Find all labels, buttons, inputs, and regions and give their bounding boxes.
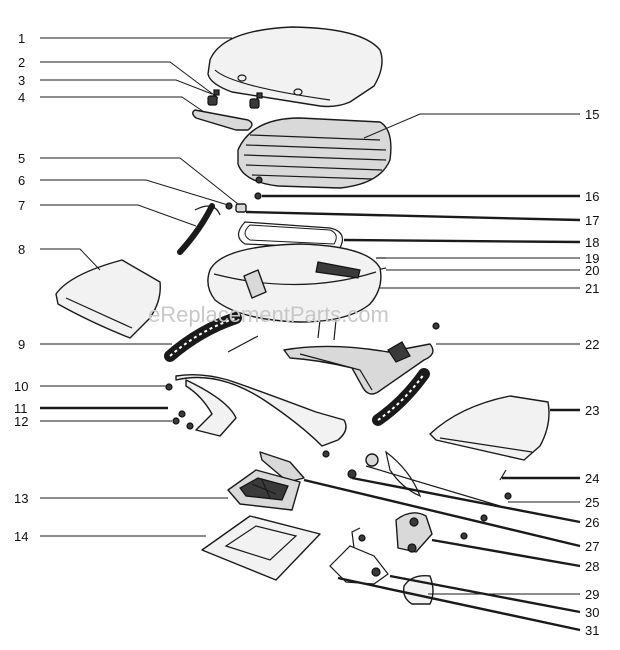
callout-19: 19 <box>585 251 599 266</box>
part-leg-foot <box>259 451 305 483</box>
part-cookbox <box>207 243 382 341</box>
callout-9: 9 <box>18 337 25 352</box>
part-5 <box>235 203 247 213</box>
part-7-hose <box>177 203 215 255</box>
callout-13: 13 <box>14 491 28 506</box>
callout-5: 5 <box>18 151 25 166</box>
part-lid <box>207 26 383 108</box>
part-11-leg-frame <box>165 373 347 447</box>
callout-labels: 1 2 3 4 5 6 7 8 9 10 11 12 13 14 15 16 1… <box>14 31 599 638</box>
callout-15: 15 <box>585 107 599 122</box>
callout-4: 4 <box>18 90 25 105</box>
callout-6: 6 <box>18 173 25 188</box>
callout-22: 22 <box>585 337 599 352</box>
part-burner <box>237 221 343 249</box>
callout-14: 14 <box>14 529 28 544</box>
callout-16: 16 <box>585 189 599 204</box>
part-right-leg <box>372 368 430 426</box>
callout-1: 1 <box>18 31 25 46</box>
callout-31: 31 <box>585 623 599 638</box>
watermark: eReplacementParts.com <box>148 302 389 327</box>
callout-30: 30 <box>585 605 599 620</box>
leader-lines <box>40 37 581 632</box>
part-regulator-assembly <box>322 450 512 540</box>
part-lid-handle <box>192 89 263 131</box>
callout-7: 7 <box>18 198 25 213</box>
callout-25: 25 <box>585 495 599 510</box>
callout-3: 3 <box>18 73 25 88</box>
part-13 <box>227 469 301 511</box>
callout-18: 18 <box>585 235 599 250</box>
part-manifold <box>329 527 389 585</box>
callout-28: 28 <box>585 559 599 574</box>
callout-23: 23 <box>585 403 599 418</box>
callout-11: 11 <box>14 401 28 416</box>
callout-20: 20 <box>585 263 599 278</box>
callout-17: 17 <box>585 213 599 228</box>
part-22-stand <box>283 322 440 395</box>
callout-8: 8 <box>18 242 25 257</box>
part-valve <box>395 512 433 553</box>
part-6 <box>225 202 233 210</box>
callout-10: 10 <box>14 379 28 394</box>
part-17 <box>254 192 262 200</box>
part-16 <box>255 176 263 184</box>
part-left-side-table <box>55 259 161 339</box>
part-drip-pan <box>201 515 321 581</box>
callout-12: 12 <box>14 414 28 429</box>
part-9 <box>164 312 259 362</box>
callout-27: 27 <box>585 539 599 554</box>
callout-26: 26 <box>585 515 599 530</box>
callout-2: 2 <box>18 55 25 70</box>
callout-29: 29 <box>585 587 599 602</box>
part-right-side-table <box>429 395 550 461</box>
callout-21: 21 <box>585 281 599 296</box>
callout-24: 24 <box>585 471 599 486</box>
